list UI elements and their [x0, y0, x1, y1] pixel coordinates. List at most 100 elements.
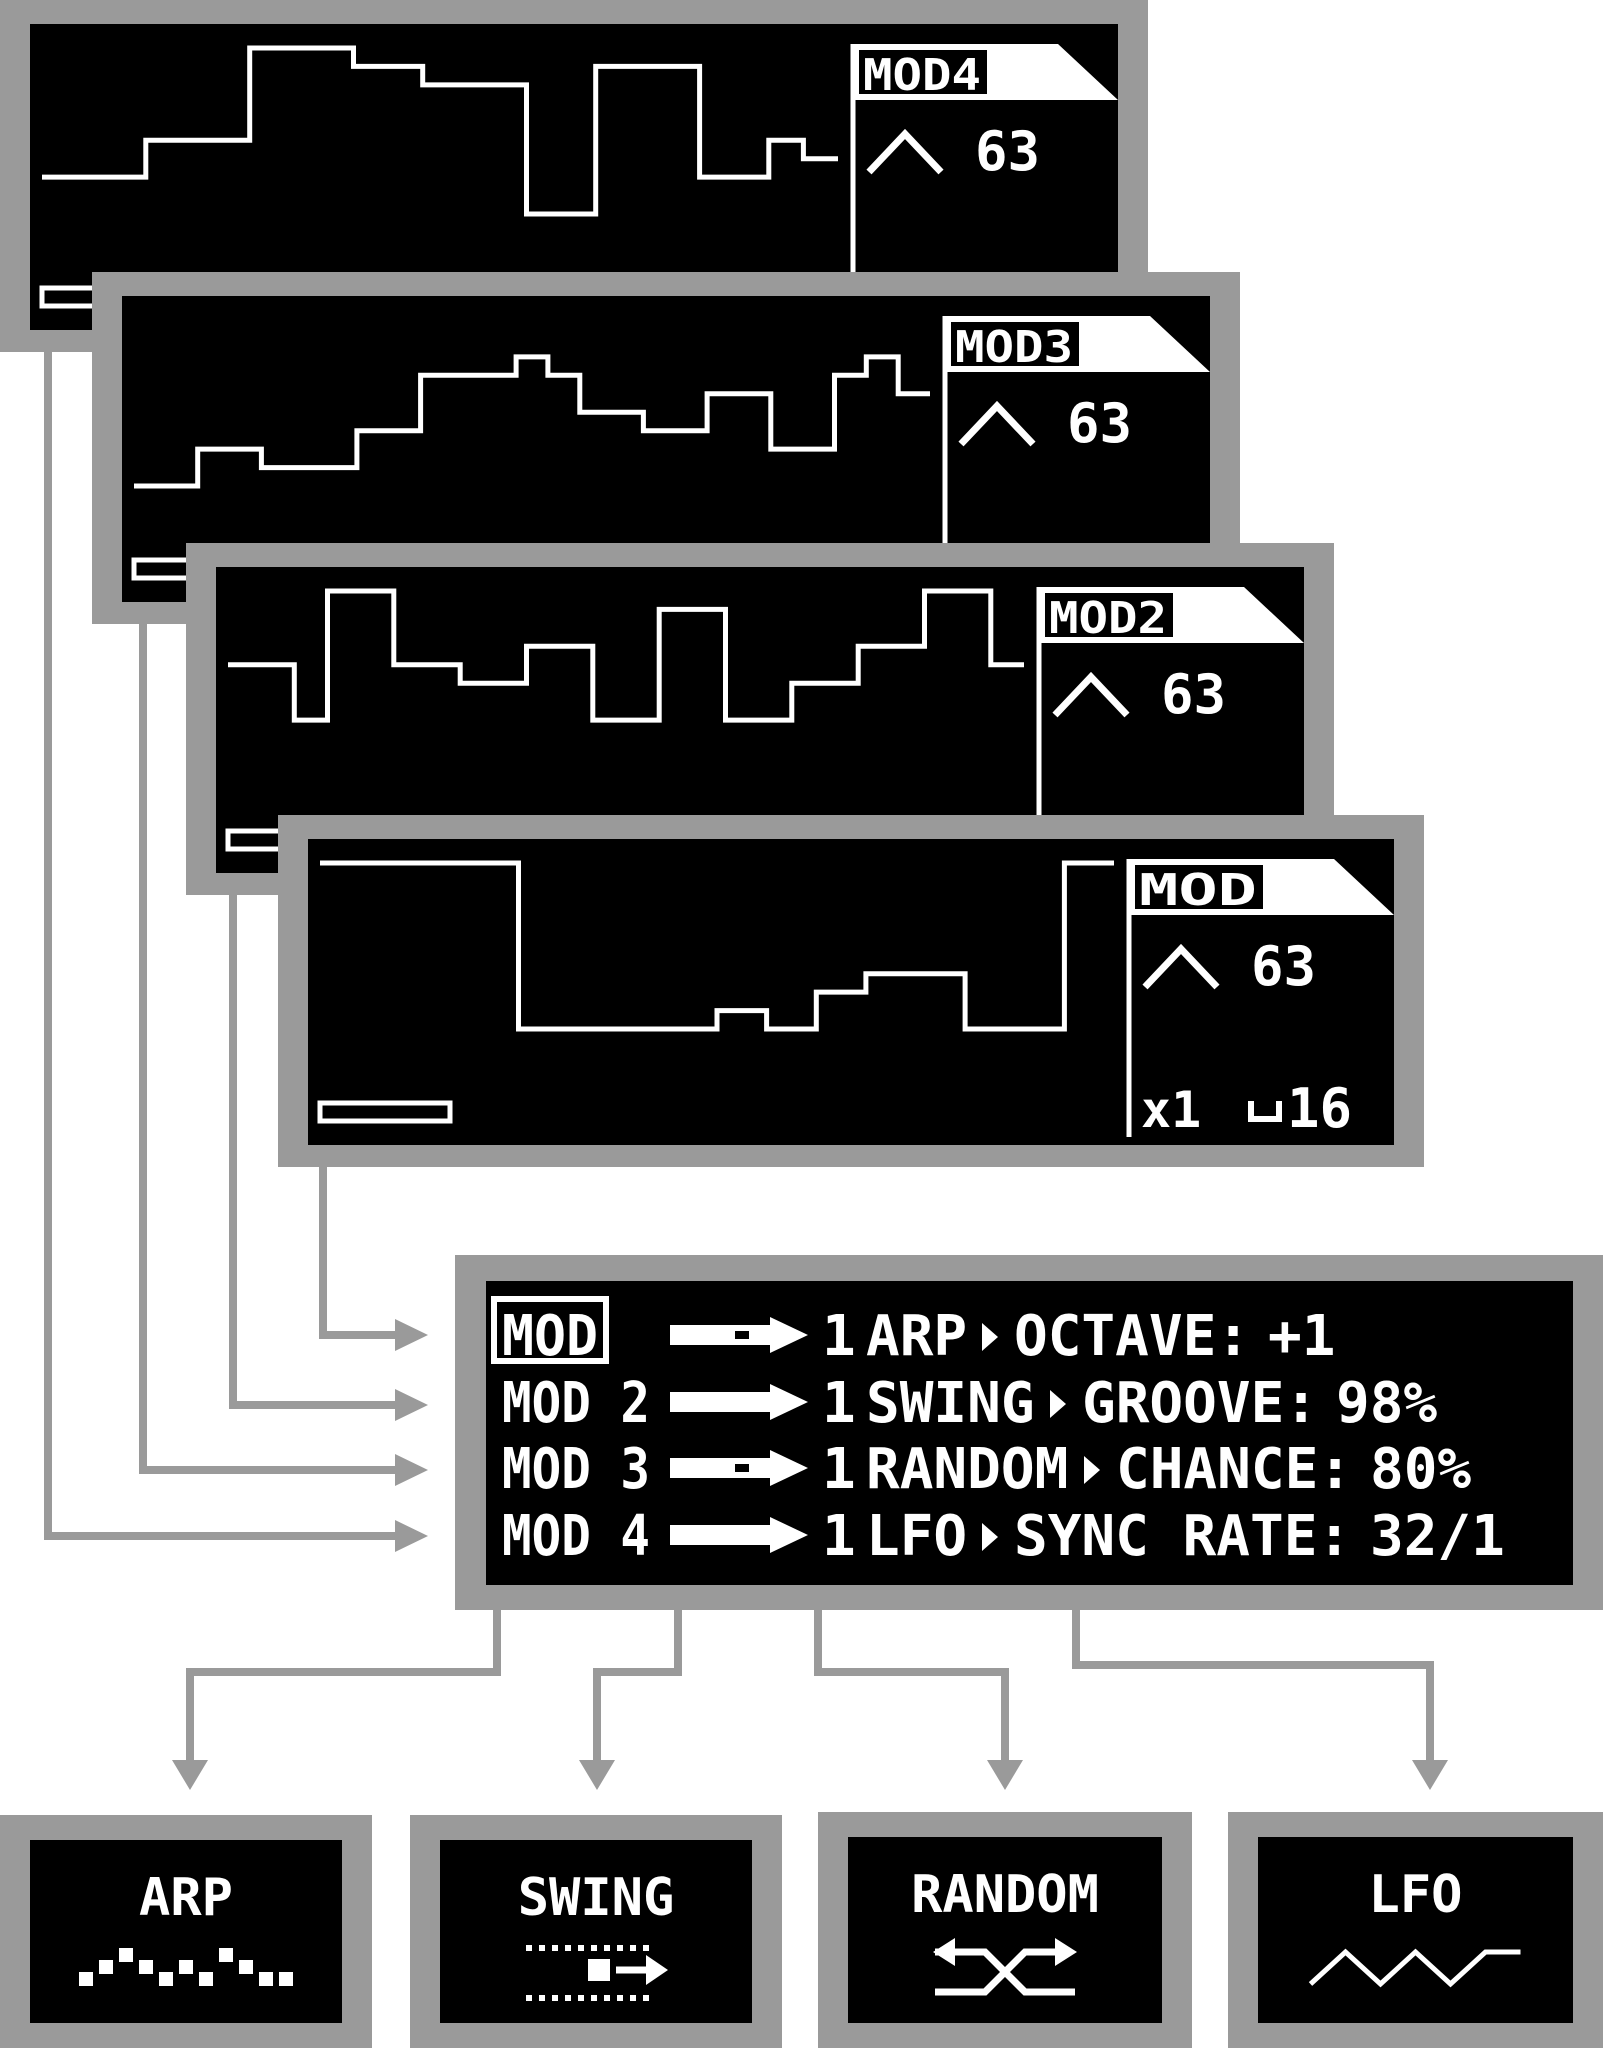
- mod-title: MOD3: [955, 322, 1073, 373]
- mod-screen-stack: MOD4631 16MOD3631 16MOD2631 16MOD63x116: [0, 0, 1424, 1167]
- destination-swing: SWING: [410, 1815, 782, 2048]
- routing-parameter: SYNC RATE:: [1014, 1504, 1351, 1569]
- mod-title: MOD4: [863, 50, 981, 101]
- routing-value: 32/1: [1370, 1504, 1505, 1569]
- repeat-count: x1: [1141, 1081, 1201, 1139]
- connector-swing: [593, 1610, 682, 1770]
- routing-separator-icon: [1084, 1456, 1100, 1484]
- step-sequence-line: [320, 860, 1114, 1032]
- routing-panel-screen: [486, 1281, 1573, 1585]
- selected-source-box: [491, 1296, 609, 1364]
- destination-label: SWING: [518, 1868, 675, 1928]
- destination-boxes: ARP SWING RANDOM LFO: [0, 1812, 1603, 2048]
- lfo-wave-icon: [1308, 1948, 1521, 1988]
- routing-source: MOD: [502, 1304, 598, 1369]
- routing-slot: 1: [822, 1371, 856, 1436]
- destination-screen: [848, 1837, 1162, 2023]
- mod-amount: 63: [1251, 935, 1316, 998]
- routing-slot: 1: [822, 1437, 856, 1502]
- routing-separator-icon: [982, 1523, 998, 1551]
- title-tab-inner: [1045, 593, 1173, 637]
- destination-screen: [1258, 1837, 1573, 2023]
- arrowhead-mod4: [395, 1520, 428, 1552]
- routing-separator-icon: [982, 1323, 998, 1351]
- mod-screen-mod: MOD 63 x1 16: [278, 815, 1424, 1167]
- destination-lfo: LFO: [1228, 1812, 1603, 2048]
- routing-value: 98%: [1336, 1371, 1437, 1436]
- routing-parameter: OCTAVE:: [1014, 1304, 1250, 1369]
- title-tab-inner: [859, 50, 987, 94]
- arrowhead-mod3: [395, 1454, 428, 1486]
- routing-arrow-head: [770, 1517, 808, 1553]
- destination-label: ARP: [139, 1868, 233, 1928]
- routing-separator-icon: [1050, 1390, 1066, 1418]
- routing-source: MOD 2: [502, 1371, 650, 1436]
- connector-random: [814, 1610, 1009, 1770]
- routing-arrow-shaft: [670, 1392, 770, 1412]
- routing-arrow-shaft: [670, 1458, 770, 1478]
- step-sequence-line: [228, 588, 1024, 723]
- routing-arrow-head: [770, 1317, 808, 1353]
- routing-target: LFO: [866, 1504, 967, 1569]
- title-tab-inner: [951, 322, 1079, 366]
- connector-arp: [186, 1610, 501, 1770]
- arrowhead-mod2: [395, 1389, 428, 1421]
- destination-arrowheads: [172, 1760, 1448, 1790]
- arrowhead-swing: [579, 1760, 615, 1790]
- swing-arrow-icon: [526, 1945, 668, 2001]
- routing-slot: 1: [822, 1504, 856, 1569]
- arrowhead-random: [987, 1760, 1023, 1790]
- routing-to-destination-connectors: [186, 1610, 1434, 1770]
- routing-arrowheads: [395, 1319, 428, 1552]
- arp-dots-icon: [79, 1948, 293, 1986]
- routing-slot: 1: [822, 1304, 856, 1369]
- mod-amount: 63: [975, 120, 1040, 183]
- routing-source: MOD 4: [502, 1504, 650, 1569]
- arrowhead-mod: [395, 1319, 428, 1351]
- connector-mod4: [44, 330, 405, 1540]
- routing-target: RANDOM: [866, 1437, 1068, 1502]
- arrowhead-arp: [172, 1760, 208, 1790]
- destination-label: RANDOM: [911, 1865, 1099, 1925]
- destination-random: RANDOM: [818, 1812, 1192, 2048]
- triangle-wave-icon: [958, 400, 1036, 447]
- length-icon: [1248, 1101, 1282, 1122]
- random-shuffle-icon: [933, 1938, 1077, 1996]
- routing-arrow-shaft: [670, 1325, 770, 1345]
- destination-screen: [30, 1840, 342, 2023]
- destination-screen: [440, 1840, 752, 2023]
- routing-target: SWING: [866, 1371, 1035, 1436]
- routing-arrow-shaft: [670, 1525, 770, 1545]
- step-sequence-line: [42, 45, 838, 217]
- routing-parameter: GROOVE:: [1082, 1371, 1318, 1436]
- routing-source: MOD 3: [502, 1437, 650, 1502]
- step-sequence-line: [134, 354, 930, 489]
- arrowhead-lfo: [1412, 1760, 1448, 1790]
- mod-title: MOD: [1139, 865, 1257, 916]
- mod-to-routing-connectors: [44, 330, 405, 1540]
- routing-arrow-marker: [735, 1331, 749, 1339]
- connector-mod3: [139, 600, 405, 1474]
- length-bar: [317, 1100, 453, 1124]
- destination-label: LFO: [1369, 1865, 1463, 1925]
- destination-arp: ARP: [0, 1815, 372, 2048]
- triangle-wave-icon: [866, 128, 944, 175]
- routing-value: 80%: [1370, 1437, 1471, 1502]
- triangle-wave-icon: [1142, 943, 1220, 990]
- routing-arrow-head: [770, 1450, 808, 1486]
- routing-parameter: CHANCE:: [1116, 1437, 1352, 1502]
- triangle-wave-icon: [1052, 671, 1130, 718]
- routing-arrow-head: [770, 1384, 808, 1420]
- routing-value: +1: [1268, 1304, 1335, 1369]
- mod-amount: 63: [1161, 663, 1226, 726]
- connector-mod: [319, 1150, 405, 1339]
- step-length: 16: [1287, 1077, 1352, 1140]
- routing-arrow-marker: [735, 1464, 749, 1472]
